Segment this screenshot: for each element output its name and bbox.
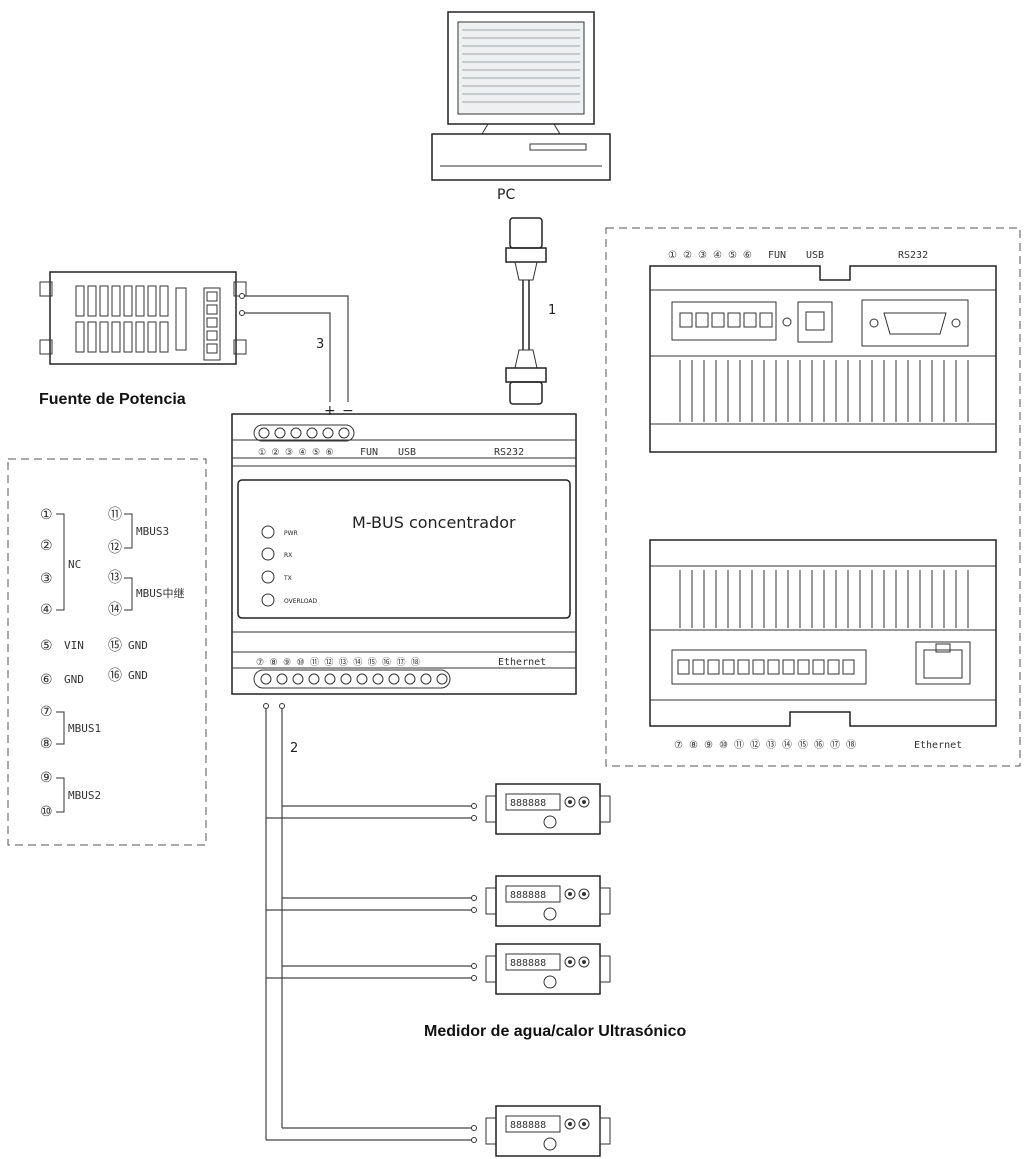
mbus2-label: MBUS2 — [68, 789, 101, 802]
rs232-label: RS232 — [494, 447, 524, 458]
bottom-terminal-numbers: ⑦ ⑧ ⑨ ⑩ ⑪ ⑫ ⑬ ⑭ ⑮ ⑯ ⑰ ⑱ — [256, 657, 420, 668]
terminal-9: ⑨ — [40, 770, 53, 786]
terminal-1: ① — [40, 507, 53, 523]
legend-left-column: ① ② ③ ④ NC ⑤ VIN ⑥ GND ⑦ ⑧ MBUS1 ⑨ ⑩ MBU… — [40, 507, 101, 820]
detail-bottom-view: ⑦ ⑧ ⑨ ⑩ ⑪ ⑫ ⑬ ⑭ ⑮ ⑯ ⑰ ⑱ Ethernet — [649, 539, 997, 751]
meter-label: Medidor de agua/calor Ultrasónico — [424, 1023, 687, 1040]
terminal-legend: ① ② ③ ④ NC ⑤ VIN ⑥ GND ⑦ ⑧ MBUS1 ⑨ ⑩ MBU… — [7, 458, 207, 846]
mbus-relay-label: MBUS中继 — [136, 587, 185, 600]
detail-top-view: ① ② ③ ④ ⑤ ⑥ FUN USB RS232 — [649, 250, 997, 453]
power-supply-label: Fuente de Potencia — [39, 391, 186, 408]
nc-label: NC — [68, 558, 81, 571]
minus-label: − — [342, 403, 354, 419]
detail-views: ① ② ③ ④ ⑤ ⑥ FUN USB RS232 — [605, 227, 1021, 767]
power-wires: 3 + − — [239, 293, 354, 419]
meter-display: 888888 — [510, 1120, 546, 1131]
terminal-4: ④ — [40, 602, 53, 618]
plus-label: + — [324, 403, 336, 419]
top-screw-row — [253, 424, 355, 442]
meter-display: 888888 — [510, 890, 546, 901]
terminal-8: ⑧ — [40, 736, 53, 752]
detail-ethernet-label: Ethernet — [914, 740, 962, 751]
detail-usb-label: USB — [806, 250, 824, 261]
serial-cable: 1 — [505, 217, 556, 405]
meter-display: 888888 — [510, 798, 546, 809]
concentrator-ethernet-label: Ethernet — [498, 657, 546, 668]
terminal-7: ⑦ — [40, 704, 53, 720]
terminal-14: ⑭ — [108, 602, 122, 618]
terminal-10: ⑩ — [40, 804, 53, 820]
power-supply: Fuente de Potencia — [39, 271, 247, 408]
gnd-label-6: GND — [64, 673, 84, 686]
meter-display: 888888 — [510, 958, 546, 969]
detail-rs232-label: RS232 — [898, 250, 928, 261]
mbus-concentrator: ① ② ③ ④ ⑤ ⑥ FUN USB RS232 M-BUS concentr… — [231, 413, 577, 695]
legend-right-column: ⑪ ⑫ MBUS3 ⑬ ⑭ MBUS中继 ⑮ GND ⑯ GND — [108, 507, 185, 684]
cable-1-label: 1 — [548, 303, 556, 318]
gnd-label-15: GND — [128, 639, 148, 652]
terminal-11: ⑪ — [108, 507, 122, 523]
pc-computer: PC — [431, 11, 611, 203]
terminal-15: ⑮ — [108, 638, 122, 654]
led-rx-label: RX — [284, 552, 292, 559]
meter-4: 888888 — [485, 1105, 611, 1157]
detail-top-numbers: ① ② ③ ④ ⑤ ⑥ — [668, 250, 752, 261]
vin-label: VIN — [64, 639, 84, 652]
pc-label: PC — [497, 187, 515, 203]
top-terminal-numbers: ① ② ③ ④ ⑤ ⑥ — [258, 448, 334, 458]
led-indicators: PWR RX TX OVERLOAD — [261, 525, 318, 607]
terminal-3: ③ — [40, 571, 53, 587]
fun-label: FUN — [360, 447, 378, 458]
meter-2: 888888 — [485, 875, 611, 927]
cable-2-label: 2 — [290, 741, 298, 756]
terminal-13: ⑬ — [108, 570, 122, 586]
mbus1-label: MBUS1 — [68, 722, 101, 735]
led-tx-label: TX — [283, 575, 292, 582]
concentrator-title: M-BUS concentrador — [352, 513, 516, 532]
terminal-6: ⑥ — [40, 672, 53, 688]
usb-label: USB — [398, 447, 416, 458]
bottom-screw-row — [253, 669, 451, 689]
detail-bottom-numbers: ⑦ ⑧ ⑨ ⑩ ⑪ ⑫ ⑬ ⑭ ⑮ ⑯ ⑰ ⑱ — [674, 739, 856, 751]
terminal-12: ⑫ — [108, 540, 122, 556]
gnd-label-16: GND — [128, 669, 148, 682]
mbus-bus-wires: 2 — [263, 703, 477, 1143]
terminal-2: ② — [40, 538, 53, 554]
mbus3-label: MBUS3 — [136, 525, 169, 538]
terminal-16: ⑯ — [108, 668, 122, 684]
detail-fun-label: FUN — [768, 250, 786, 261]
terminal-5: ⑤ — [40, 638, 53, 654]
led-overload-label: OVERLOAD — [284, 598, 318, 605]
led-pwr-label: PWR — [284, 530, 298, 537]
meter-3: 888888 — [485, 943, 611, 995]
meter-1: 888888 — [485, 783, 611, 835]
cable-3-label: 3 — [316, 337, 324, 352]
